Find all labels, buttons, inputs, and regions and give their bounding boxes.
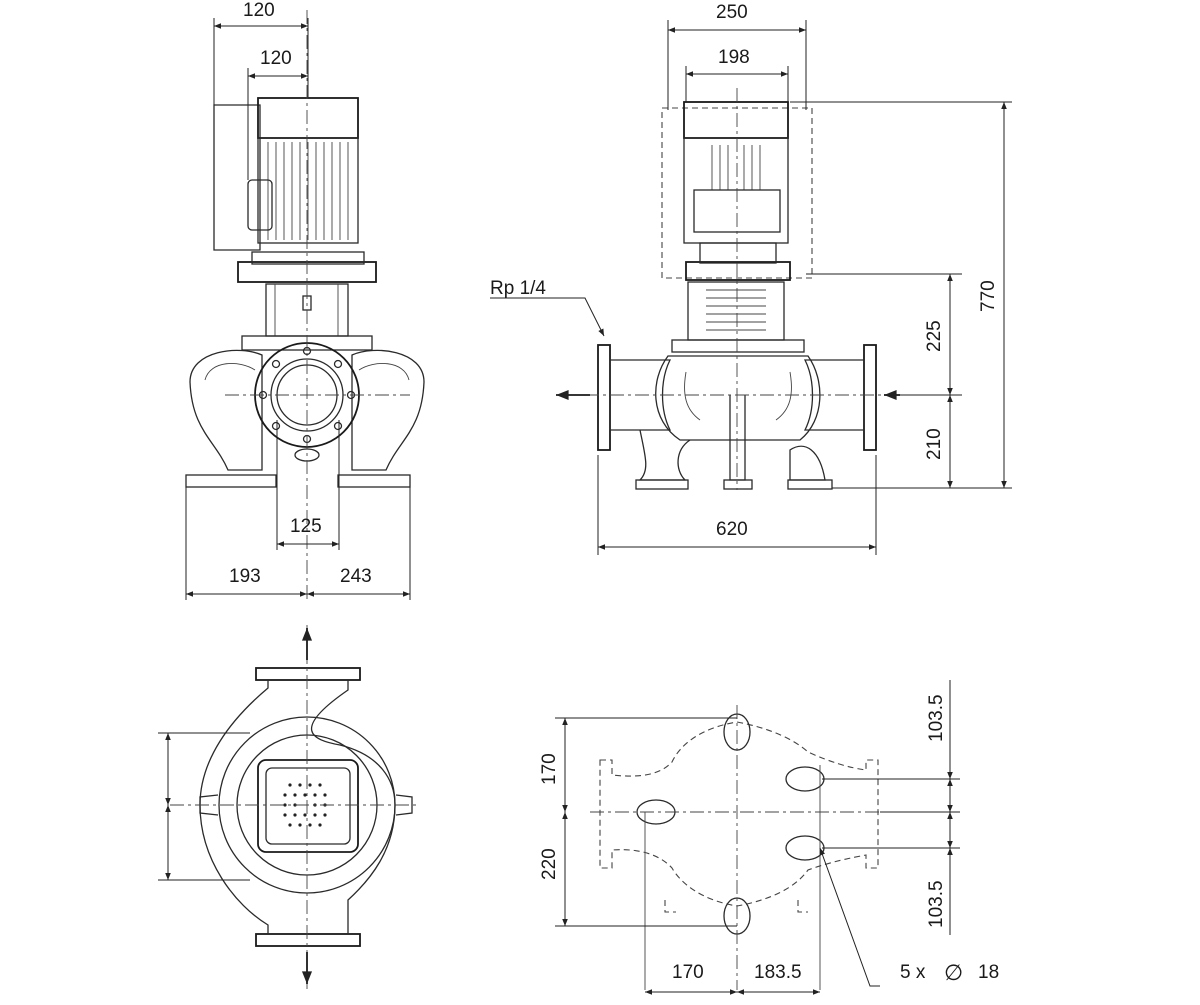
holes-count-label: 5 x bbox=[900, 962, 926, 983]
dim-side-top-outer: 120 bbox=[243, 0, 275, 21]
dim-front-height-total: 770 bbox=[978, 280, 999, 312]
dim-plan-upper-offset: 170 bbox=[539, 753, 560, 785]
front-elevation-view: Rp 1/4 250 198 770 225 210 620 bbox=[490, 2, 1012, 555]
dim-plan-right-lower: 103.5 bbox=[926, 880, 947, 928]
dim-plan-bottom-right: 183.5 bbox=[754, 962, 802, 983]
dim-side-left: 193 bbox=[229, 566, 261, 587]
holes-diameter: 18 bbox=[978, 962, 999, 983]
dim-front-width-outer: 250 bbox=[716, 2, 748, 23]
dim-front-width-inner: 198 bbox=[718, 47, 750, 68]
dim-side-right: 243 bbox=[340, 566, 372, 587]
dim-plan-lower-offset: 220 bbox=[539, 848, 560, 880]
dim-plan-right-upper: 103.5 bbox=[926, 694, 947, 742]
dim-front-height-upper: 225 bbox=[924, 320, 945, 352]
top-plan-view bbox=[158, 625, 420, 990]
dim-plan-bottom-left: 170 bbox=[672, 962, 704, 983]
dim-front-height-lower: 210 bbox=[924, 428, 945, 460]
dim-front-length: 620 bbox=[716, 519, 748, 540]
fan-cover-holes bbox=[283, 783, 327, 827]
side-elevation-view: 120 120 125 193 243 bbox=[185, 0, 425, 600]
diameter-symbol: ∅ bbox=[944, 960, 963, 985]
dim-side-flange: 125 bbox=[290, 516, 322, 537]
dim-side-top-inner: 120 bbox=[260, 48, 292, 69]
base-plan-view: 170 220 103.5 103.5 170 183.5 5 x ∅ 18 bbox=[539, 680, 999, 995]
port-label: Rp 1/4 bbox=[490, 278, 546, 299]
motor-top-cover bbox=[257, 97, 359, 139]
